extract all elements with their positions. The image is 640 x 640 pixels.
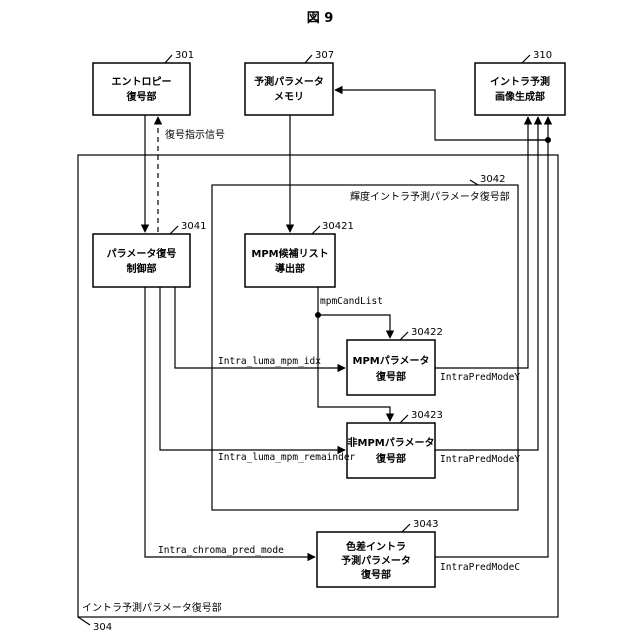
signal-decode-instruction: 復号指示信号 [165, 128, 225, 141]
pred-mem-line1: 予測パラメータ [254, 75, 324, 88]
arrow-chroma-mode [145, 287, 315, 557]
block-param-decode-controller: パラメータ復号 制御部 3041 [93, 221, 206, 287]
non-mpm-param-line2: 復号部 [375, 452, 406, 465]
block-intra-image-generator: イントラ予測 画像生成部 310 [475, 50, 565, 115]
block-entropy-decoder: エントロピー 復号部 301 [93, 50, 194, 115]
block-chroma-param-decoder: 色差イントラ 予測パラメータ 復号部 3043 [317, 519, 438, 587]
signal-chroma-pred-mode: Intra_chroma_pred_mode [158, 545, 284, 556]
arrow-pred-mode-y-2 [435, 117, 538, 450]
signal-pred-mode-y-2: IntraPredModeY [440, 454, 520, 465]
signal-mpm-cand-list: mpmCandList [320, 296, 383, 307]
intra-gen-line2: 画像生成部 [495, 90, 545, 103]
signal-pred-mode-c: IntraPredModeC [440, 562, 520, 573]
param-ctrl-ref: 3041 [181, 221, 206, 232]
mpm-list-ref: 30421 [322, 221, 354, 232]
signal-luma-mpm-idx: Intra_luma_mpm_idx [218, 356, 321, 367]
block-mpm-param-decoder: MPMパラメータ 復号部 30422 [347, 327, 443, 395]
outer-frame-label: イントラ予測パラメータ復号部 [82, 601, 222, 614]
junction-candlist [315, 312, 321, 318]
mpm-list-line1: MPM候補リスト [251, 247, 328, 260]
non-mpm-param-line1: 非MPMパラメータ [348, 436, 435, 449]
block-mpm-list-derivation: MPM候補リスト 導出部 30421 [245, 221, 354, 287]
chroma-line3: 復号部 [360, 568, 391, 581]
mpm-param-ref: 30422 [411, 327, 443, 338]
entropy-ref: 301 [175, 50, 194, 61]
signal-luma-mpm-remainder: Intra_luma_mpm_remainder [218, 452, 356, 463]
block-non-mpm-param-decoder: 非MPMパラメータ 復号部 30423 [347, 410, 443, 478]
param-ctrl-line1: パラメータ復号 [107, 247, 177, 260]
chroma-ref: 3043 [413, 519, 438, 530]
entropy-line1: エントロピー [112, 76, 172, 88]
mpm-param-line2: 復号部 [375, 370, 406, 383]
mpm-list-line2: 導出部 [275, 262, 305, 275]
block-pred-param-memory: 予測パラメータ メモリ 307 [245, 50, 334, 115]
junction-merge [545, 137, 551, 143]
outer-frame-ref: 304 [93, 622, 112, 633]
signal-pred-mode-y-1: IntraPredModeY [440, 372, 520, 383]
luma-frame-ref: 3042 [480, 174, 505, 185]
pred-mem-line2: メモリ [274, 91, 304, 103]
arrow-candlist-to-mpm-param [318, 287, 390, 338]
mpm-param-line1: MPMパラメータ [353, 355, 430, 367]
intra-gen-ref: 310 [533, 50, 552, 61]
luma-frame-label: 輝度イントラ予測パラメータ復号部 [350, 190, 510, 203]
chroma-line1: 色差イントラ [346, 540, 406, 553]
chroma-line2: 予測パラメータ [341, 554, 411, 567]
param-ctrl-line2: 制御部 [127, 262, 157, 275]
intra-gen-line1: イントラ予測 [490, 75, 550, 88]
entropy-line2: 復号部 [126, 90, 157, 103]
figure-title: 図 9 [307, 11, 334, 26]
non-mpm-param-ref: 30423 [411, 410, 443, 421]
outer-frame-ref-leader [78, 617, 90, 625]
luma-frame-ref-leader [470, 180, 478, 185]
pred-mem-ref: 307 [315, 50, 334, 61]
